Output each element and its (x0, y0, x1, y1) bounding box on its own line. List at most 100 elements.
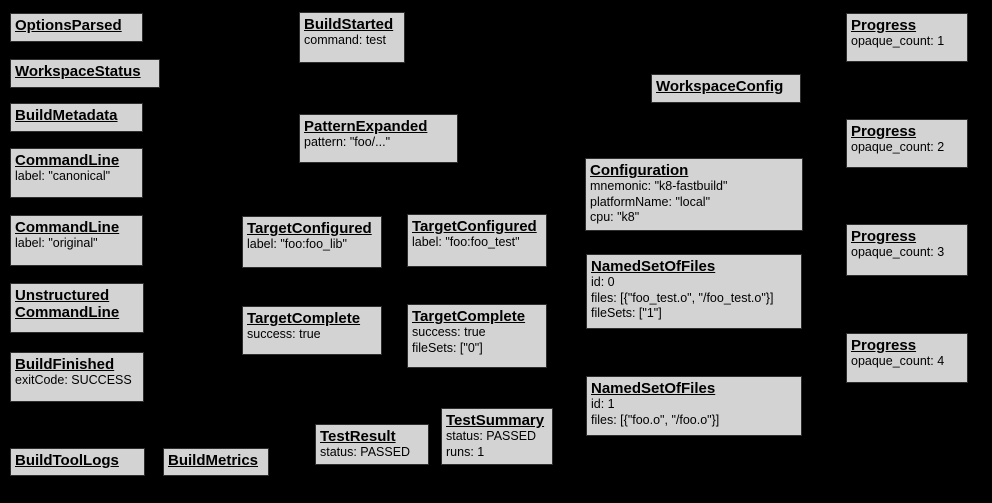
node-title: BuildMetadata (15, 107, 138, 124)
diagram-node-build-started: BuildStarted command: test (299, 12, 405, 63)
node-body: opaque_count: 3 (851, 245, 963, 260)
node-title-line: Configuration (590, 162, 689, 179)
diagram-node-workspace-config: WorkspaceConfig (651, 74, 801, 103)
node-title: TestResult (320, 428, 424, 445)
node-title: BuildMetrics (168, 452, 264, 469)
node-attribute-line: files: [{"foo_test.o", "/foo_test.o"}] (591, 290, 774, 305)
node-title: CommandLine (15, 152, 138, 169)
node-attribute-line: pattern: "foo/..." (304, 135, 391, 150)
node-title: OptionsParsed (15, 17, 138, 34)
node-title: TestSummary (446, 412, 548, 429)
node-attribute-line: id: 1 (591, 397, 615, 412)
node-title: TargetComplete (247, 310, 377, 327)
diagram-node-command-line-original: CommandLine label: "original" (10, 215, 143, 266)
node-attribute-line: label: "original" (15, 236, 98, 251)
node-title: Progress (851, 17, 963, 34)
node-title: NamedSetOfFiles (591, 380, 797, 397)
node-attribute-line: mnemonic: "k8-fastbuild" (590, 179, 728, 194)
node-title: WorkspaceConfig (656, 78, 796, 95)
node-body: opaque_count: 4 (851, 354, 963, 369)
diagram-node-build-metrics: BuildMetrics (163, 448, 269, 476)
node-attribute-line: label: "canonical" (15, 169, 111, 184)
diagram-node-target-complete-lib: TargetComplete success: true (242, 306, 382, 355)
node-title-line: CommandLine (15, 219, 120, 236)
node-attribute-line: opaque_count: 4 (851, 354, 945, 369)
node-title: NamedSetOfFiles (591, 258, 797, 275)
node-title: BuildFinished (15, 356, 139, 373)
node-title-line: Progress (851, 123, 917, 140)
node-title-line: TestSummary (446, 412, 545, 429)
diagram-node-target-configured-test: TargetConfigured label: "foo:foo_test" (407, 214, 547, 267)
node-body: exitCode: SUCCESS (15, 373, 139, 388)
node-title: Configuration (590, 162, 798, 179)
node-title: TargetConfigured (247, 220, 377, 237)
node-title-line: BuildMetadata (15, 107, 118, 124)
node-body: label: "foo:foo_lib" (247, 237, 377, 252)
node-body: command: test (304, 33, 400, 48)
node-title-line: TargetConfigured (247, 220, 372, 237)
node-attribute-line: fileSets: ["0"] (412, 340, 483, 355)
diagram-node-options-parsed: OptionsParsed (10, 13, 143, 42)
node-body: label: "foo:foo_test" (412, 235, 542, 250)
node-attribute-line: opaque_count: 2 (851, 140, 945, 155)
diagram-node-progress-4: Progress opaque_count: 4 (846, 333, 968, 383)
node-title-line: WorkspaceStatus (15, 63, 141, 80)
node-body: label: "original" (15, 236, 138, 251)
node-attribute-line: success: true (412, 325, 486, 340)
diagram-node-progress-1: Progress opaque_count: 1 (846, 13, 968, 62)
node-title-line: Progress (851, 337, 917, 354)
node-attribute-line: files: [{"foo.o", "/foo.o"}] (591, 412, 720, 427)
node-title-line: WorkspaceConfig (656, 78, 784, 95)
node-attribute-line: label: "foo:foo_test" (412, 235, 520, 250)
node-title-line: CommandLine (15, 304, 120, 322)
node-body: status: PASSED (320, 445, 424, 460)
node-attribute-line: platformName: "local" (590, 194, 711, 209)
node-title-line: CommandLine (15, 152, 120, 169)
diagram-node-build-metadata: BuildMetadata (10, 103, 143, 132)
node-title-line: BuildStarted (304, 16, 394, 33)
node-attribute-line: cpu: "k8" (590, 209, 640, 224)
node-attribute-line: exitCode: SUCCESS (15, 373, 132, 388)
node-title-line: OptionsParsed (15, 17, 122, 34)
diagram-node-build-tool-logs: BuildToolLogs (10, 448, 145, 476)
diagram-node-workspace-status: WorkspaceStatus (10, 59, 160, 88)
diagram-node-progress-2: Progress opaque_count: 2 (846, 119, 968, 168)
node-body: opaque_count: 1 (851, 34, 963, 49)
diagram-node-target-configured-lib: TargetConfigured label: "foo:foo_lib" (242, 216, 382, 268)
node-title: Progress (851, 337, 963, 354)
node-attribute-line: opaque_count: 3 (851, 245, 945, 260)
node-title-line: TestResult (320, 428, 396, 445)
node-title: BuildStarted (304, 16, 400, 33)
node-attribute-line: success: true (247, 327, 321, 342)
node-attribute-line: status: PASSED (320, 445, 411, 460)
node-attribute-line: fileSets: ["1"] (591, 305, 662, 320)
node-attribute-line: label: "foo:foo_lib" (247, 237, 347, 252)
node-title-line: NamedSetOfFiles (591, 380, 716, 397)
node-title: BuildToolLogs (15, 452, 140, 469)
node-attribute-line: id: 0 (591, 275, 615, 290)
node-title-line: TargetComplete (247, 310, 361, 327)
node-title: TargetConfigured (412, 218, 542, 235)
node-title-line: Unstructured (15, 287, 110, 304)
diagram-node-pattern-expanded: PatternExpanded pattern: "foo/..." (299, 114, 458, 163)
diagram-node-command-line-canonical: CommandLine label: "canonical" (10, 148, 143, 198)
node-title-line: TargetComplete (412, 308, 526, 325)
node-body: opaque_count: 2 (851, 140, 963, 155)
node-title: WorkspaceStatus (15, 63, 155, 80)
node-body: pattern: "foo/..." (304, 135, 453, 150)
node-title: Progress (851, 123, 963, 140)
node-attribute-line: command: test (304, 33, 386, 48)
node-title: TargetComplete (412, 308, 542, 325)
node-title-line: Progress (851, 17, 917, 34)
node-title: PatternExpanded (304, 118, 453, 135)
node-title-line: PatternExpanded (304, 118, 428, 135)
node-title-line: BuildFinished (15, 356, 115, 373)
diagram-node-build-finished: BuildFinished exitCode: SUCCESS (10, 352, 144, 402)
